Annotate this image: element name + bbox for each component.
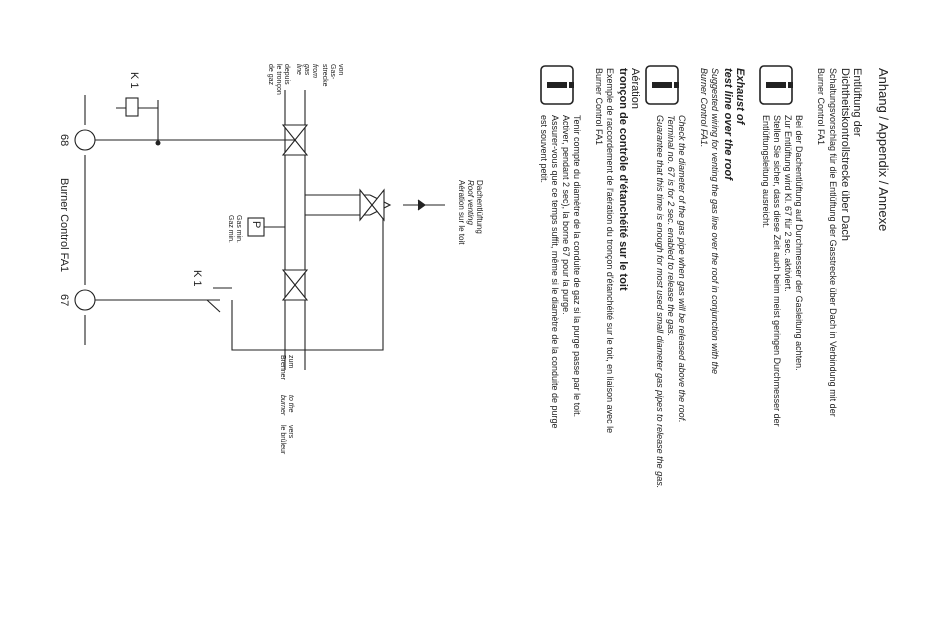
info-icon [759,65,793,105]
relay-contact-label: K 1 [191,270,203,287]
pressure-switch [247,217,285,237]
pressure-switch-label: P [250,221,262,229]
terminal-68-circle [74,129,96,151]
vent-valve [359,188,385,222]
vent-label-de: Dachentlüftung [475,180,484,234]
relay-coil-label: K 1 [128,72,140,89]
controller-label: Burner Control FA1 [58,178,70,273]
gas-min-label-fr: Gaz min. [227,215,234,244]
junction-dot [155,140,161,146]
terminal-67-circle [74,289,96,311]
info-icon [540,65,574,105]
vent-label-fr: Aération sur le toit [457,180,466,245]
solenoid-valve [281,124,309,156]
vent-label-en: Roof venting [466,180,475,225]
solenoid-valve [281,269,309,301]
info-icon [645,65,679,105]
terminal-68-label: 68 [58,134,70,147]
gas-min-label-de: Gas min. [235,215,242,244]
terminal-67-label: 67 [58,294,70,307]
